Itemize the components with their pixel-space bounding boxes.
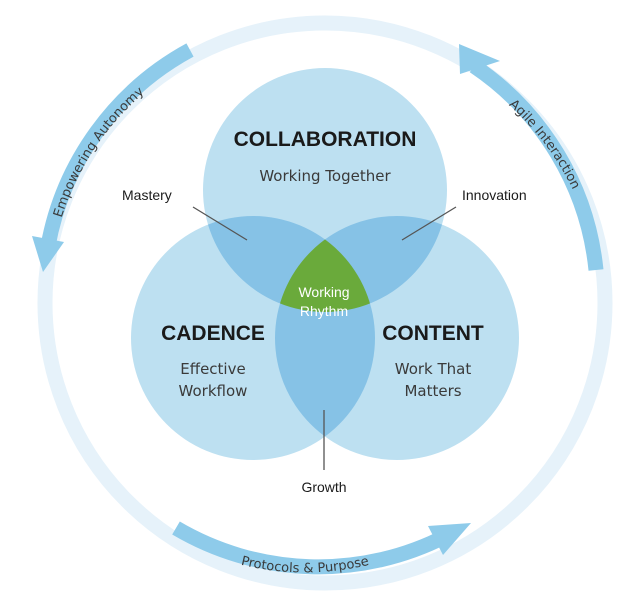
collaboration-title: COLLABORATION	[234, 128, 417, 151]
innovation-label: Innovation	[462, 187, 527, 203]
center-working-rhythm	[275, 216, 375, 312]
arrow-empowering-autonomy	[32, 43, 194, 272]
outer-ring	[37, 15, 613, 591]
mastery-leader-line	[192, 206, 248, 241]
cadence-subtitle-line2: Workflow	[179, 382, 248, 400]
content-subtitle-line1: Work That	[395, 360, 472, 378]
mastery-label: Mastery	[122, 187, 172, 203]
growth-label: Growth	[301, 479, 346, 495]
arrow-agile-interaction	[459, 44, 604, 271]
content-title: CONTENT	[382, 322, 484, 345]
ring-label-agile-interaction: Agile Interaction	[506, 97, 583, 192]
arrow-protocols-purpose	[172, 521, 471, 575]
cadence-subtitle-line1: Effective	[180, 360, 245, 378]
collaboration-subtitle: Working Together	[259, 167, 391, 185]
center-label-line1: Working	[298, 284, 349, 300]
innovation-leader-line	[401, 206, 457, 241]
ring-label-protocols-purpose: Protocols & Purpose	[240, 554, 371, 576]
content-subtitle-line2: Matters	[404, 382, 461, 400]
cadence-title: CADENCE	[161, 322, 265, 345]
center-label-line2: Rhythm	[300, 303, 348, 319]
